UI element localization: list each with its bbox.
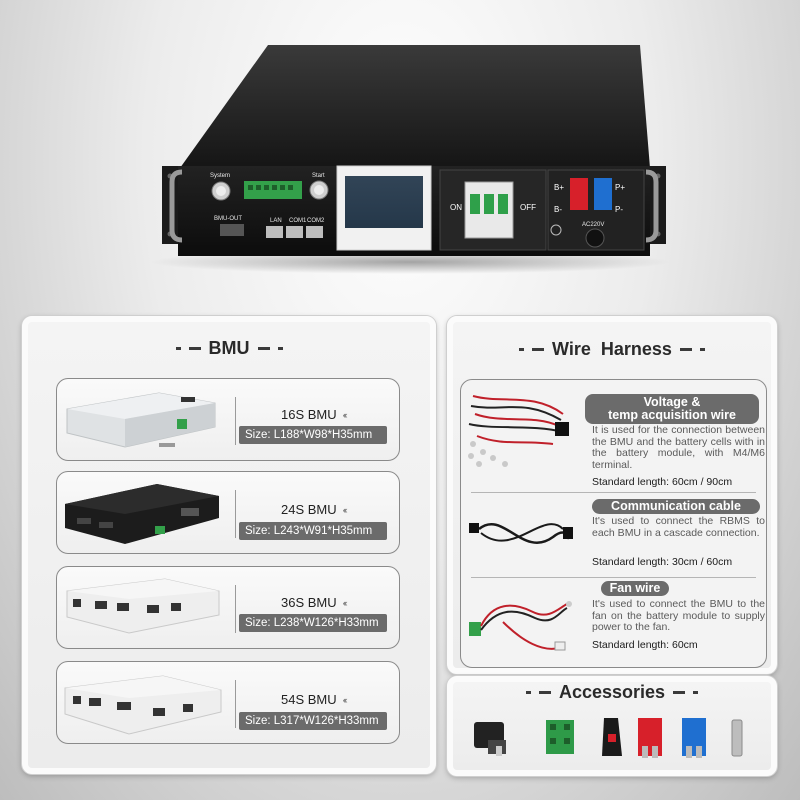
communication-cable-image [469, 522, 573, 544]
communication-cable-title: Communication cable [592, 499, 760, 514]
off-label: OFF [520, 203, 536, 212]
fan-wire-title: Fan wire [601, 581, 669, 596]
wire-harness-title-text: Wire Harness [552, 339, 672, 359]
ac220v-label: AC220V [582, 222, 604, 228]
wire-item-fan: Fan wire It's used to connect the BMU to… [461, 578, 766, 668]
left-handle [169, 169, 183, 243]
chevron-left-icon: ‹‹‹ [342, 597, 348, 608]
fan-wire-desc: It's used to connect the BMU to the fan … [592, 598, 765, 633]
system-label: System [210, 173, 230, 179]
bmu-card-24s: 24S BMU ‹‹‹ Size: L243*W91*H35mm [56, 471, 400, 554]
chevron-left-icon: ‹‹‹ [342, 504, 348, 515]
voltage-temp-wire-desc: It is used for the connection between th… [592, 424, 765, 471]
voltage-temp-wire-title: Voltage & temp acquisition wire [585, 394, 759, 424]
lan-port-icon [266, 226, 283, 238]
chevron-left-icon: ‹‹‹ [342, 694, 348, 705]
voltage-temp-wire-image [468, 395, 569, 467]
bmu-out-label: BMU-OUT [214, 216, 242, 222]
red-power-connector-icon [638, 718, 662, 758]
bmu-24s-size: Size: L243*W91*H35mm [239, 522, 387, 540]
lan-label: LAN [270, 218, 282, 224]
wire-harness-list: Voltage & temp acquisition wire It is us… [460, 379, 767, 668]
bmu-36s-size: Size: L238*W126*H33mm [239, 614, 387, 632]
communication-cable-desc: It's used to connect the RBMS to each BM… [592, 515, 765, 539]
green-terminal-icon [155, 526, 165, 534]
bmu-title-text: BMU [208, 338, 250, 358]
device-top [180, 45, 650, 168]
ground-icon [550, 224, 562, 236]
ac-socket-icon [585, 228, 605, 248]
red-battery-connector-icon [570, 178, 588, 210]
bmu-36s-name: 36S BMU [281, 595, 337, 610]
bmu-section-title: BMU [22, 338, 436, 359]
com1-label: COM1 [289, 218, 307, 224]
black-plug-icon [602, 718, 622, 756]
wire-harness-section-title: Wire Harness [447, 339, 777, 360]
bmu-54s-size: Size: L317*W126*H33mm [239, 712, 387, 730]
b-plus-label: B+ [554, 183, 564, 192]
chevron-left-icon: ‹‹‹ [342, 409, 348, 420]
voltage-temp-wire-length: Standard length: 60cm / 90cm [592, 476, 733, 488]
bmu-16s-size: Size: L188*W98*H35mm [239, 426, 387, 444]
metal-terminal-icon [731, 719, 743, 757]
p-minus-label: P- [615, 205, 623, 214]
bmu-16s-name: 16S BMU [281, 407, 337, 422]
on-label: ON [450, 203, 462, 212]
bmu-24s-name: 24S BMU [281, 502, 337, 517]
green-terminal-icon [177, 419, 187, 429]
blue-output-connector-icon [594, 178, 612, 210]
fan-wire-length: Standard length: 60cm [592, 639, 698, 651]
battery-management-unit-device: System Start BMU-OUT LAN COM1 COM2 ON OF… [150, 45, 670, 274]
bmu-36s-image [66, 578, 220, 634]
com2-port-icon [306, 226, 323, 238]
bmu-card-36s: 36S BMU ‹‹‹ Size: L238*W126*H33mm [56, 566, 400, 649]
bmu-16s-image [66, 392, 216, 448]
accessories-section-title: Accessories [447, 682, 777, 703]
accessories-title-text: Accessories [558, 682, 666, 702]
blue-power-connector-icon [682, 718, 706, 758]
right-handle [645, 169, 659, 243]
p-plus-label: P+ [615, 183, 625, 192]
bmu-54s-name: 54S BMU [281, 692, 337, 707]
start-label: Start [312, 173, 325, 179]
com1-port-icon [286, 226, 303, 238]
wire-item-voltage-temp: Voltage & temp acquisition wire It is us… [461, 380, 766, 492]
bmu-54s-image [64, 675, 222, 735]
bmu-24s-image [65, 484, 219, 544]
wire-item-communication: Communication cable It's used to connect… [461, 493, 766, 577]
accessories-list [474, 718, 743, 758]
com2-label: COM2 [307, 218, 325, 224]
bmu-out-port-icon [220, 224, 244, 236]
bmu-card-54s: 54S BMU ‹‹‹ Size: L317*W126*H33mm [56, 661, 400, 744]
green-terminal-block-icon [546, 720, 574, 754]
bmu-card-16s: 16S BMU ‹‹‹ Size: L188*W98*H35mm [56, 378, 400, 461]
black-connector-icon [474, 722, 506, 756]
communication-cable-length: Standard length: 30cm / 60cm [592, 556, 733, 568]
fan-wire-image [469, 601, 572, 651]
b-minus-label: B- [554, 205, 562, 214]
